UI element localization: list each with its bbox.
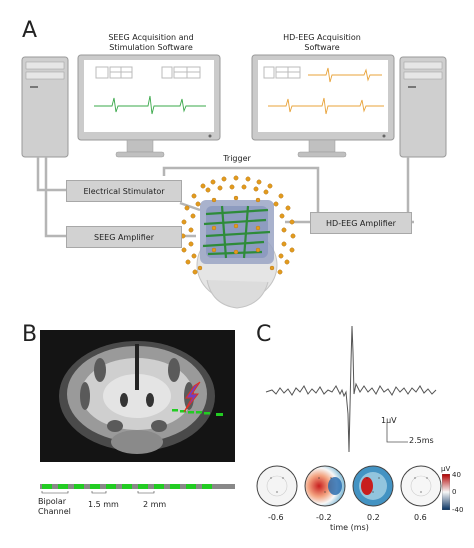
panel-label-b: B	[22, 322, 38, 347]
head-with-electrodes	[180, 175, 296, 309]
topomap-3	[352, 465, 394, 507]
time-axis-label: time (ms)	[330, 523, 369, 532]
evoked-response-trace	[265, 325, 437, 453]
colorbar-unit: μV	[441, 465, 451, 473]
hdeeg-monitor	[251, 54, 395, 158]
panel-label-c: C	[256, 322, 272, 347]
colorbar-mid: 0	[452, 488, 457, 496]
panel-a-diagram	[21, 54, 447, 309]
time-label-1: -0.6	[268, 513, 284, 522]
distance-2mm-label: 2 mm	[143, 500, 167, 509]
seeg-contacts	[172, 409, 223, 416]
seeg-monitor	[77, 54, 221, 158]
topography-maps	[256, 465, 442, 507]
scale-amplitude-label: 1uV	[381, 416, 397, 425]
electrical-stimulator-box: Electrical Stimulator	[66, 180, 182, 202]
hdeeg-amplifier-box: HD-EEG Amplifier	[310, 212, 412, 234]
time-label-2: -0.2	[316, 513, 332, 522]
colorbar-min: -40	[452, 506, 464, 514]
seeg-amplifier-box: SEEG Amplifier	[66, 226, 182, 248]
distance-1-5mm-label: 1.5 mm	[88, 500, 119, 509]
trigger-label: Trigger	[223, 154, 251, 163]
scale-time-label: 2.5ms	[409, 436, 434, 445]
seeg-software-label: SEEG Acquisition and Stimulation Softwar…	[108, 33, 194, 52]
colorbar-max: 40	[452, 471, 461, 479]
right-computer-tower	[399, 56, 447, 158]
topomap-1	[256, 465, 298, 507]
bipolar-channel-label: Bipolar Channel	[38, 497, 71, 516]
topomap-2	[304, 465, 346, 507]
mri-coronal-slice	[40, 330, 235, 462]
time-label-4: 0.6	[414, 513, 427, 522]
panel-label-a: A	[22, 18, 38, 43]
electrode-schematic	[40, 484, 235, 494]
time-label-3: 0.2	[367, 513, 380, 522]
left-computer-tower	[21, 56, 69, 158]
topomap-4	[400, 465, 442, 507]
stimulation-bolt-icon	[183, 381, 201, 413]
colorbar	[442, 474, 450, 510]
hdeeg-software-label: HD-EEG Acquisition Software	[283, 33, 361, 52]
